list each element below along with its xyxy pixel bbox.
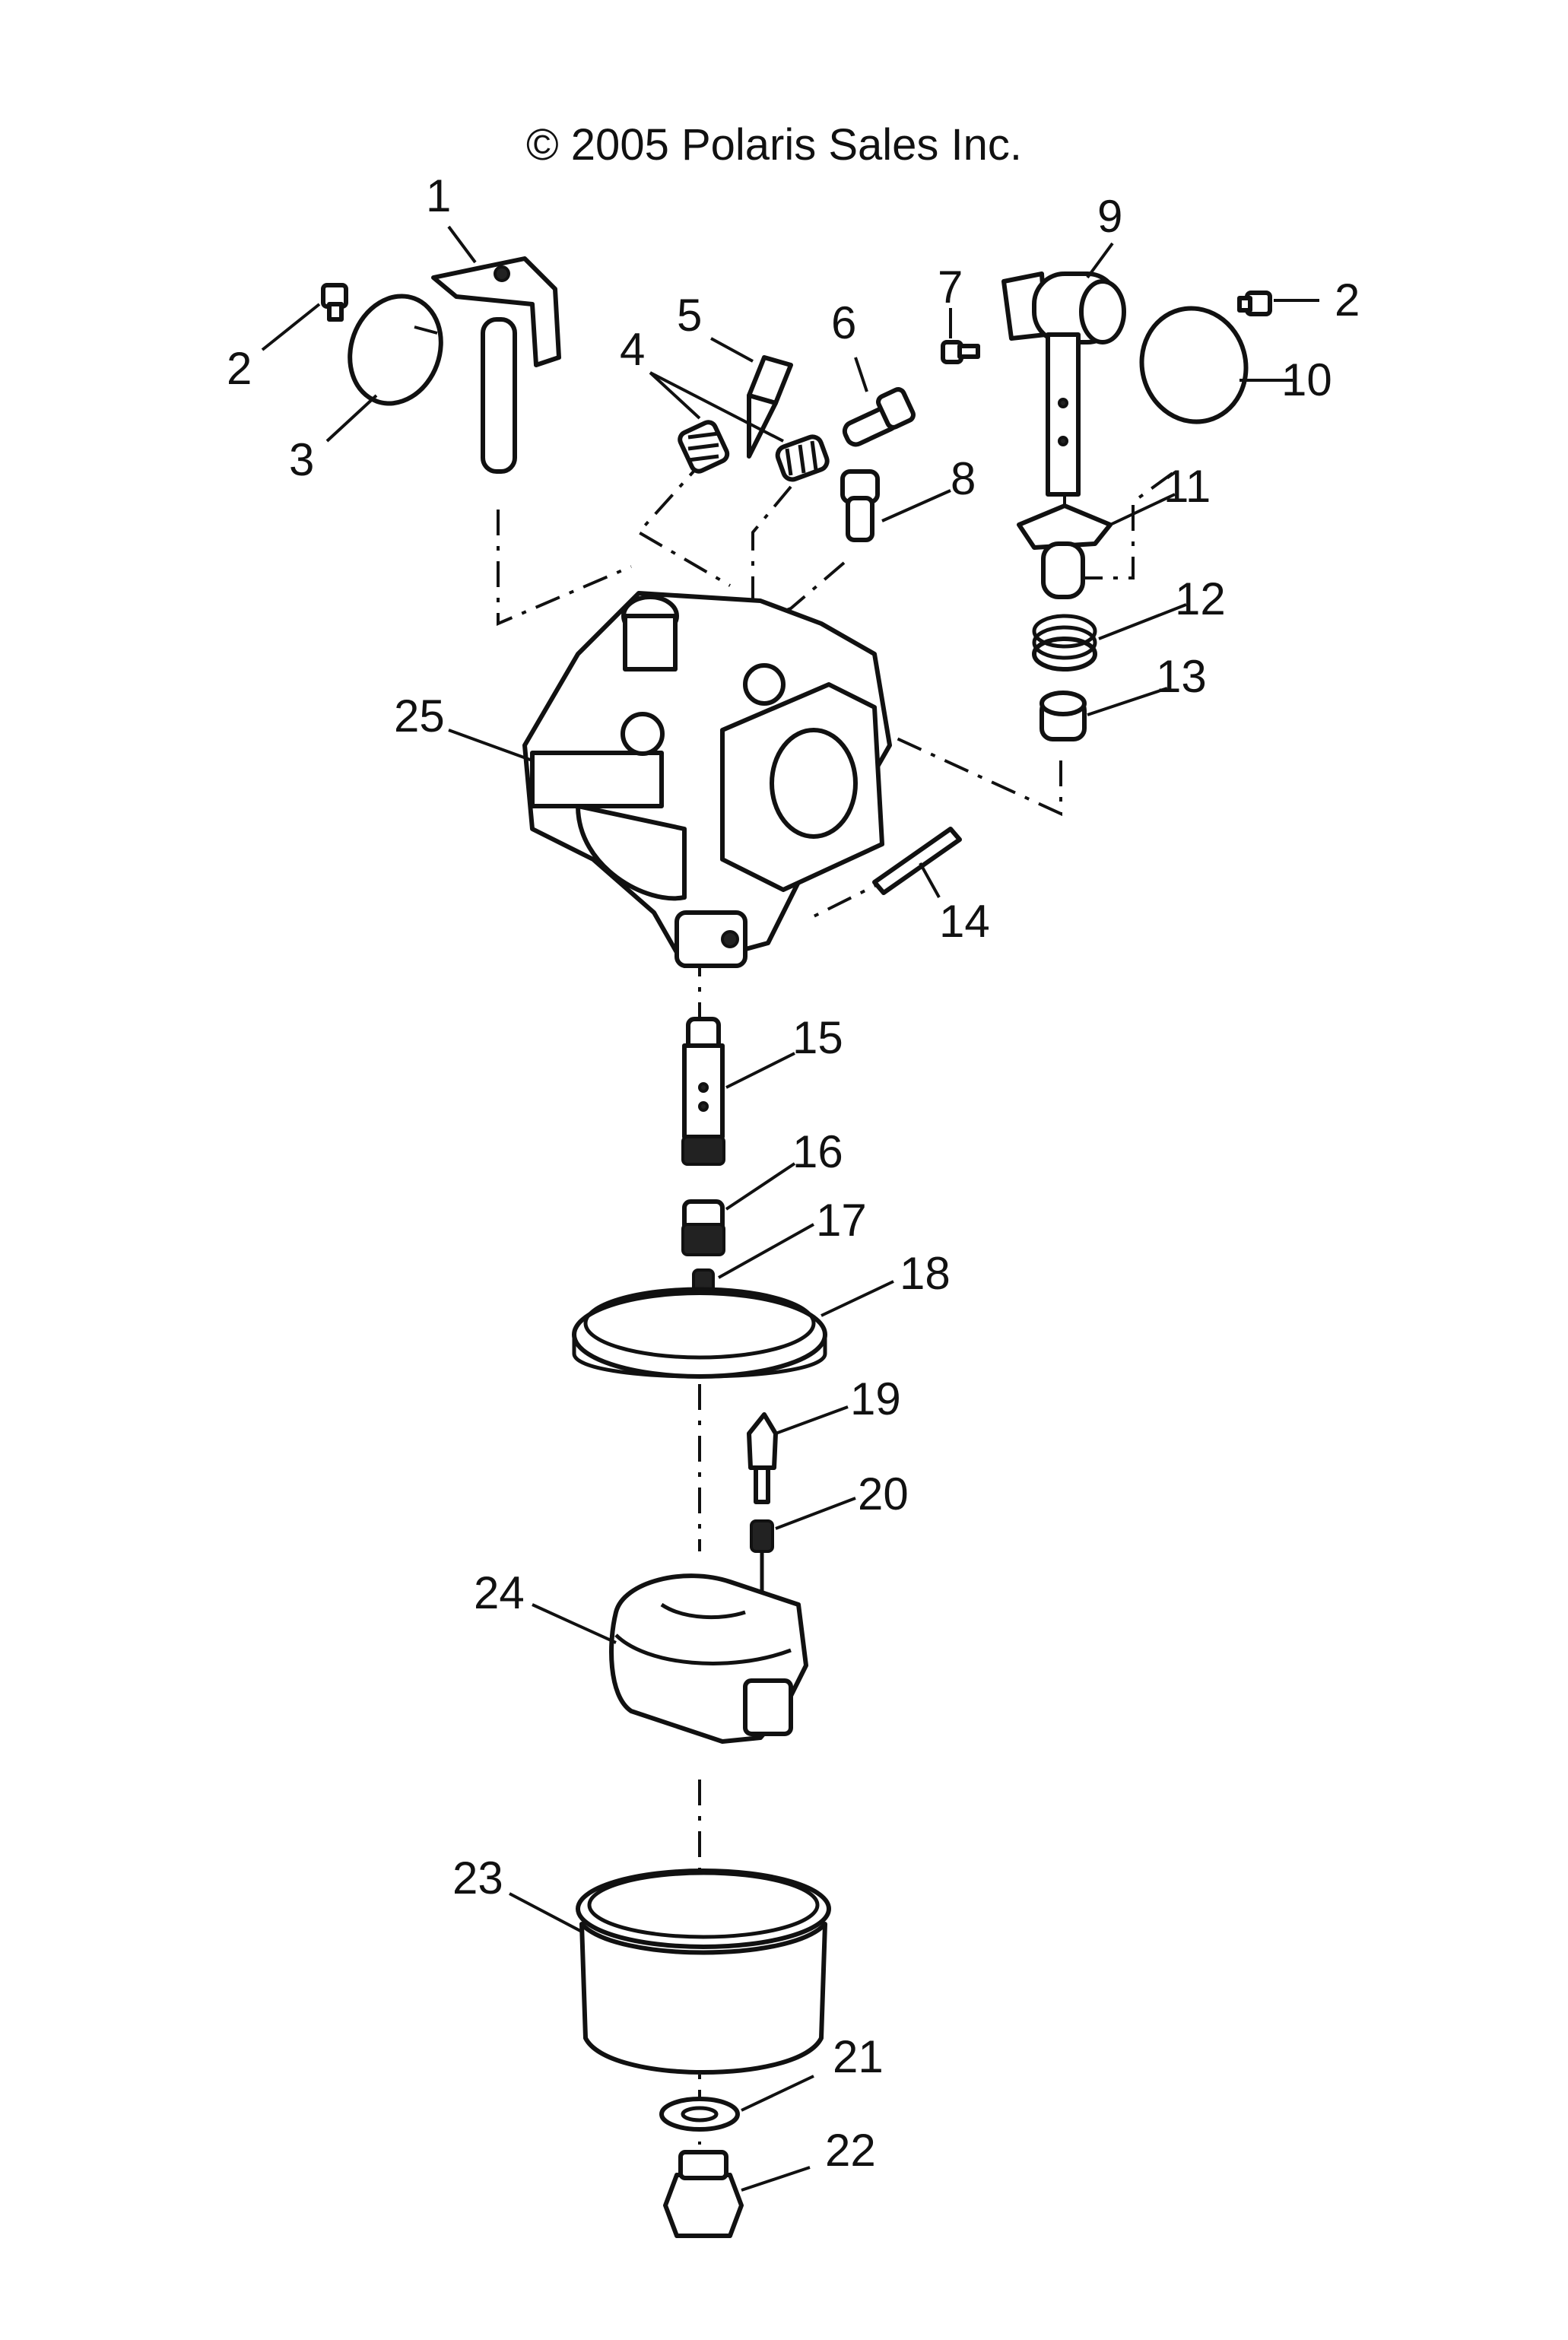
part-18-gasket [572, 1287, 827, 1379]
part-5-pilot-screw [747, 355, 793, 459]
part-13-bushing [1040, 691, 1087, 741]
callout-14: 14 [939, 896, 990, 947]
callout-6: 6 [831, 297, 856, 348]
part-10-throttle-plate [1139, 306, 1249, 424]
leader-lines [261, 225, 1319, 2192]
part-15-emulsion-tube [681, 1017, 725, 1166]
callout-5: 5 [677, 290, 702, 341]
callout-2-right: 2 [1335, 275, 1360, 325]
part-1-choke-lever [431, 256, 561, 474]
callout-24: 24 [474, 1567, 525, 1618]
part-4-springs [678, 420, 830, 482]
callout-12: 12 [1175, 573, 1226, 624]
callout-2-left: 2 [227, 343, 252, 394]
part-22-drain-bolt [663, 2150, 744, 2238]
callout-labels: 1 2 2 3 4 5 6 7 8 9 10 11 12 13 14 15 16… [227, 170, 1360, 2176]
callout-4: 4 [620, 324, 645, 375]
callout-11: 11 [1163, 461, 1211, 512]
part-8-jet [840, 469, 880, 542]
part-24-float [609, 1573, 808, 1744]
callout-13: 13 [1156, 651, 1207, 702]
callout-19: 19 [850, 1373, 901, 1424]
part-11-cam [1017, 503, 1113, 599]
part-14-pin [872, 827, 962, 895]
callout-16: 16 [792, 1126, 843, 1177]
callout-3: 3 [289, 434, 314, 485]
callout-20: 20 [858, 1468, 909, 1519]
part-16-main-jet [681, 1199, 725, 1256]
callout-7: 7 [938, 262, 963, 313]
part-25-carburetor-body [522, 591, 892, 968]
part-2-screw-right [1237, 291, 1272, 316]
part-9-throttle-lever [1001, 271, 1126, 497]
callout-9: 9 [1097, 191, 1122, 242]
callout-22: 22 [825, 2125, 876, 2176]
part-19-needle [747, 1412, 778, 1504]
part-6-screw [842, 387, 916, 447]
part-3-choke-plate [348, 294, 443, 406]
callout-8: 8 [951, 453, 976, 504]
part-23-float-bowl [576, 1869, 831, 2075]
callout-18: 18 [900, 1248, 951, 1299]
part-12-spring [1032, 614, 1097, 672]
callout-17: 17 [816, 1195, 867, 1246]
callout-25: 25 [394, 691, 445, 741]
part-21-washer [659, 2097, 740, 2132]
callout-15: 15 [792, 1012, 843, 1063]
callout-1: 1 [426, 170, 451, 221]
callout-10: 10 [1281, 354, 1332, 405]
callout-21: 21 [833, 2031, 884, 2082]
copyright-text: © 2005 Polaris Sales Inc. [526, 120, 1022, 170]
part-7-screw [941, 340, 980, 364]
part-2-screw-left [321, 283, 348, 322]
callout-23: 23 [452, 1853, 503, 1903]
